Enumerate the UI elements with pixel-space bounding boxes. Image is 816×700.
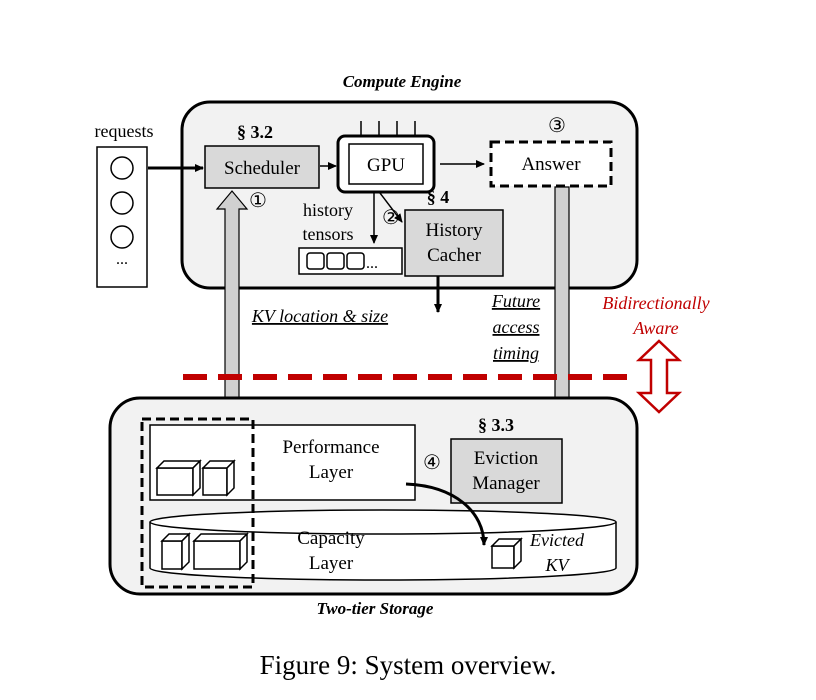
kv-location-label: KV location & size [251, 306, 388, 326]
performance-layer-label-line1: Performance [282, 437, 379, 458]
eviction-manager-box [450, 438, 563, 504]
kv-cube-icon [155, 459, 202, 497]
performance-layer-label-line2: Layer [309, 462, 354, 483]
bidirectional-arrow-icon [635, 339, 683, 414]
gpu-to-cacher-arrow [379, 192, 403, 223]
request-circle [110, 156, 134, 180]
capacity-layer-top [149, 509, 617, 535]
step-2-marker: ② [382, 207, 400, 229]
storage-title: Two-tier Storage [317, 599, 434, 618]
kv-location-arrow [215, 190, 249, 422]
kv-cube-icon [201, 459, 236, 497]
tensor-block [306, 252, 325, 270]
evicted-kv-label-line1: Evicted [529, 530, 585, 550]
gpu-label: GPU [367, 155, 405, 176]
tensor-ellipsis: ... [366, 255, 378, 272]
capacity-layer-label-line2: Layer [309, 553, 354, 574]
evicted-kv-cube-icon [490, 537, 523, 570]
compute-engine-title: Compute Engine [343, 72, 462, 91]
tensor-block [346, 252, 365, 270]
history-cacher-label-line1: History [426, 220, 484, 241]
evicted-kv-label-line2: KV [544, 555, 570, 575]
future-access-label-line1: Future [491, 291, 540, 311]
step-4-marker: ④ [423, 452, 441, 474]
history-cacher-box [404, 209, 504, 277]
cacher-section-label: § 4 [427, 187, 450, 207]
capacity-layer-label-line1: Capacity [297, 528, 365, 549]
answer-label: Answer [521, 154, 581, 175]
bidirectional-label-line1: Bidirectionally [602, 293, 709, 313]
request-circle [110, 191, 134, 215]
eviction-manager-label-line1: Eviction [474, 448, 539, 469]
request-circle [110, 225, 134, 249]
bidirectional-label-line2: Aware [632, 318, 678, 338]
history-tensors-label-line2: tensors [303, 224, 354, 244]
scheduler-label: Scheduler [224, 158, 301, 179]
history-cacher-label-line2: Cacher [427, 245, 481, 266]
history-tensors-label-line1: history [303, 200, 353, 220]
kv-cube-icon [160, 532, 191, 571]
kv-cube-icon [192, 532, 249, 571]
gpu-chip-inner [348, 143, 424, 185]
eviction-manager-label-line2: Manager [472, 473, 540, 494]
future-access-label-line3: timing [493, 343, 539, 363]
requests-label: requests [95, 121, 154, 141]
scheduler-box [204, 145, 320, 189]
eviction-path-arrow [405, 482, 488, 546]
step-3-marker: ③ [548, 115, 566, 137]
tensor-block [326, 252, 345, 270]
figure-caption: Figure 9: System overview. [259, 650, 557, 680]
gpu-pins [360, 121, 416, 136]
request-ellipsis: ... [116, 251, 128, 268]
answer-box [489, 140, 613, 188]
system-overview-diagram: Compute Engine requests ... § 3.2 Schedu… [95, 72, 710, 618]
step-1-marker: ① [249, 190, 267, 212]
scheduler-section-label: § 3.2 [237, 122, 273, 142]
future-access-label-line2: access [493, 317, 540, 337]
eviction-section-label: § 3.3 [478, 415, 514, 435]
